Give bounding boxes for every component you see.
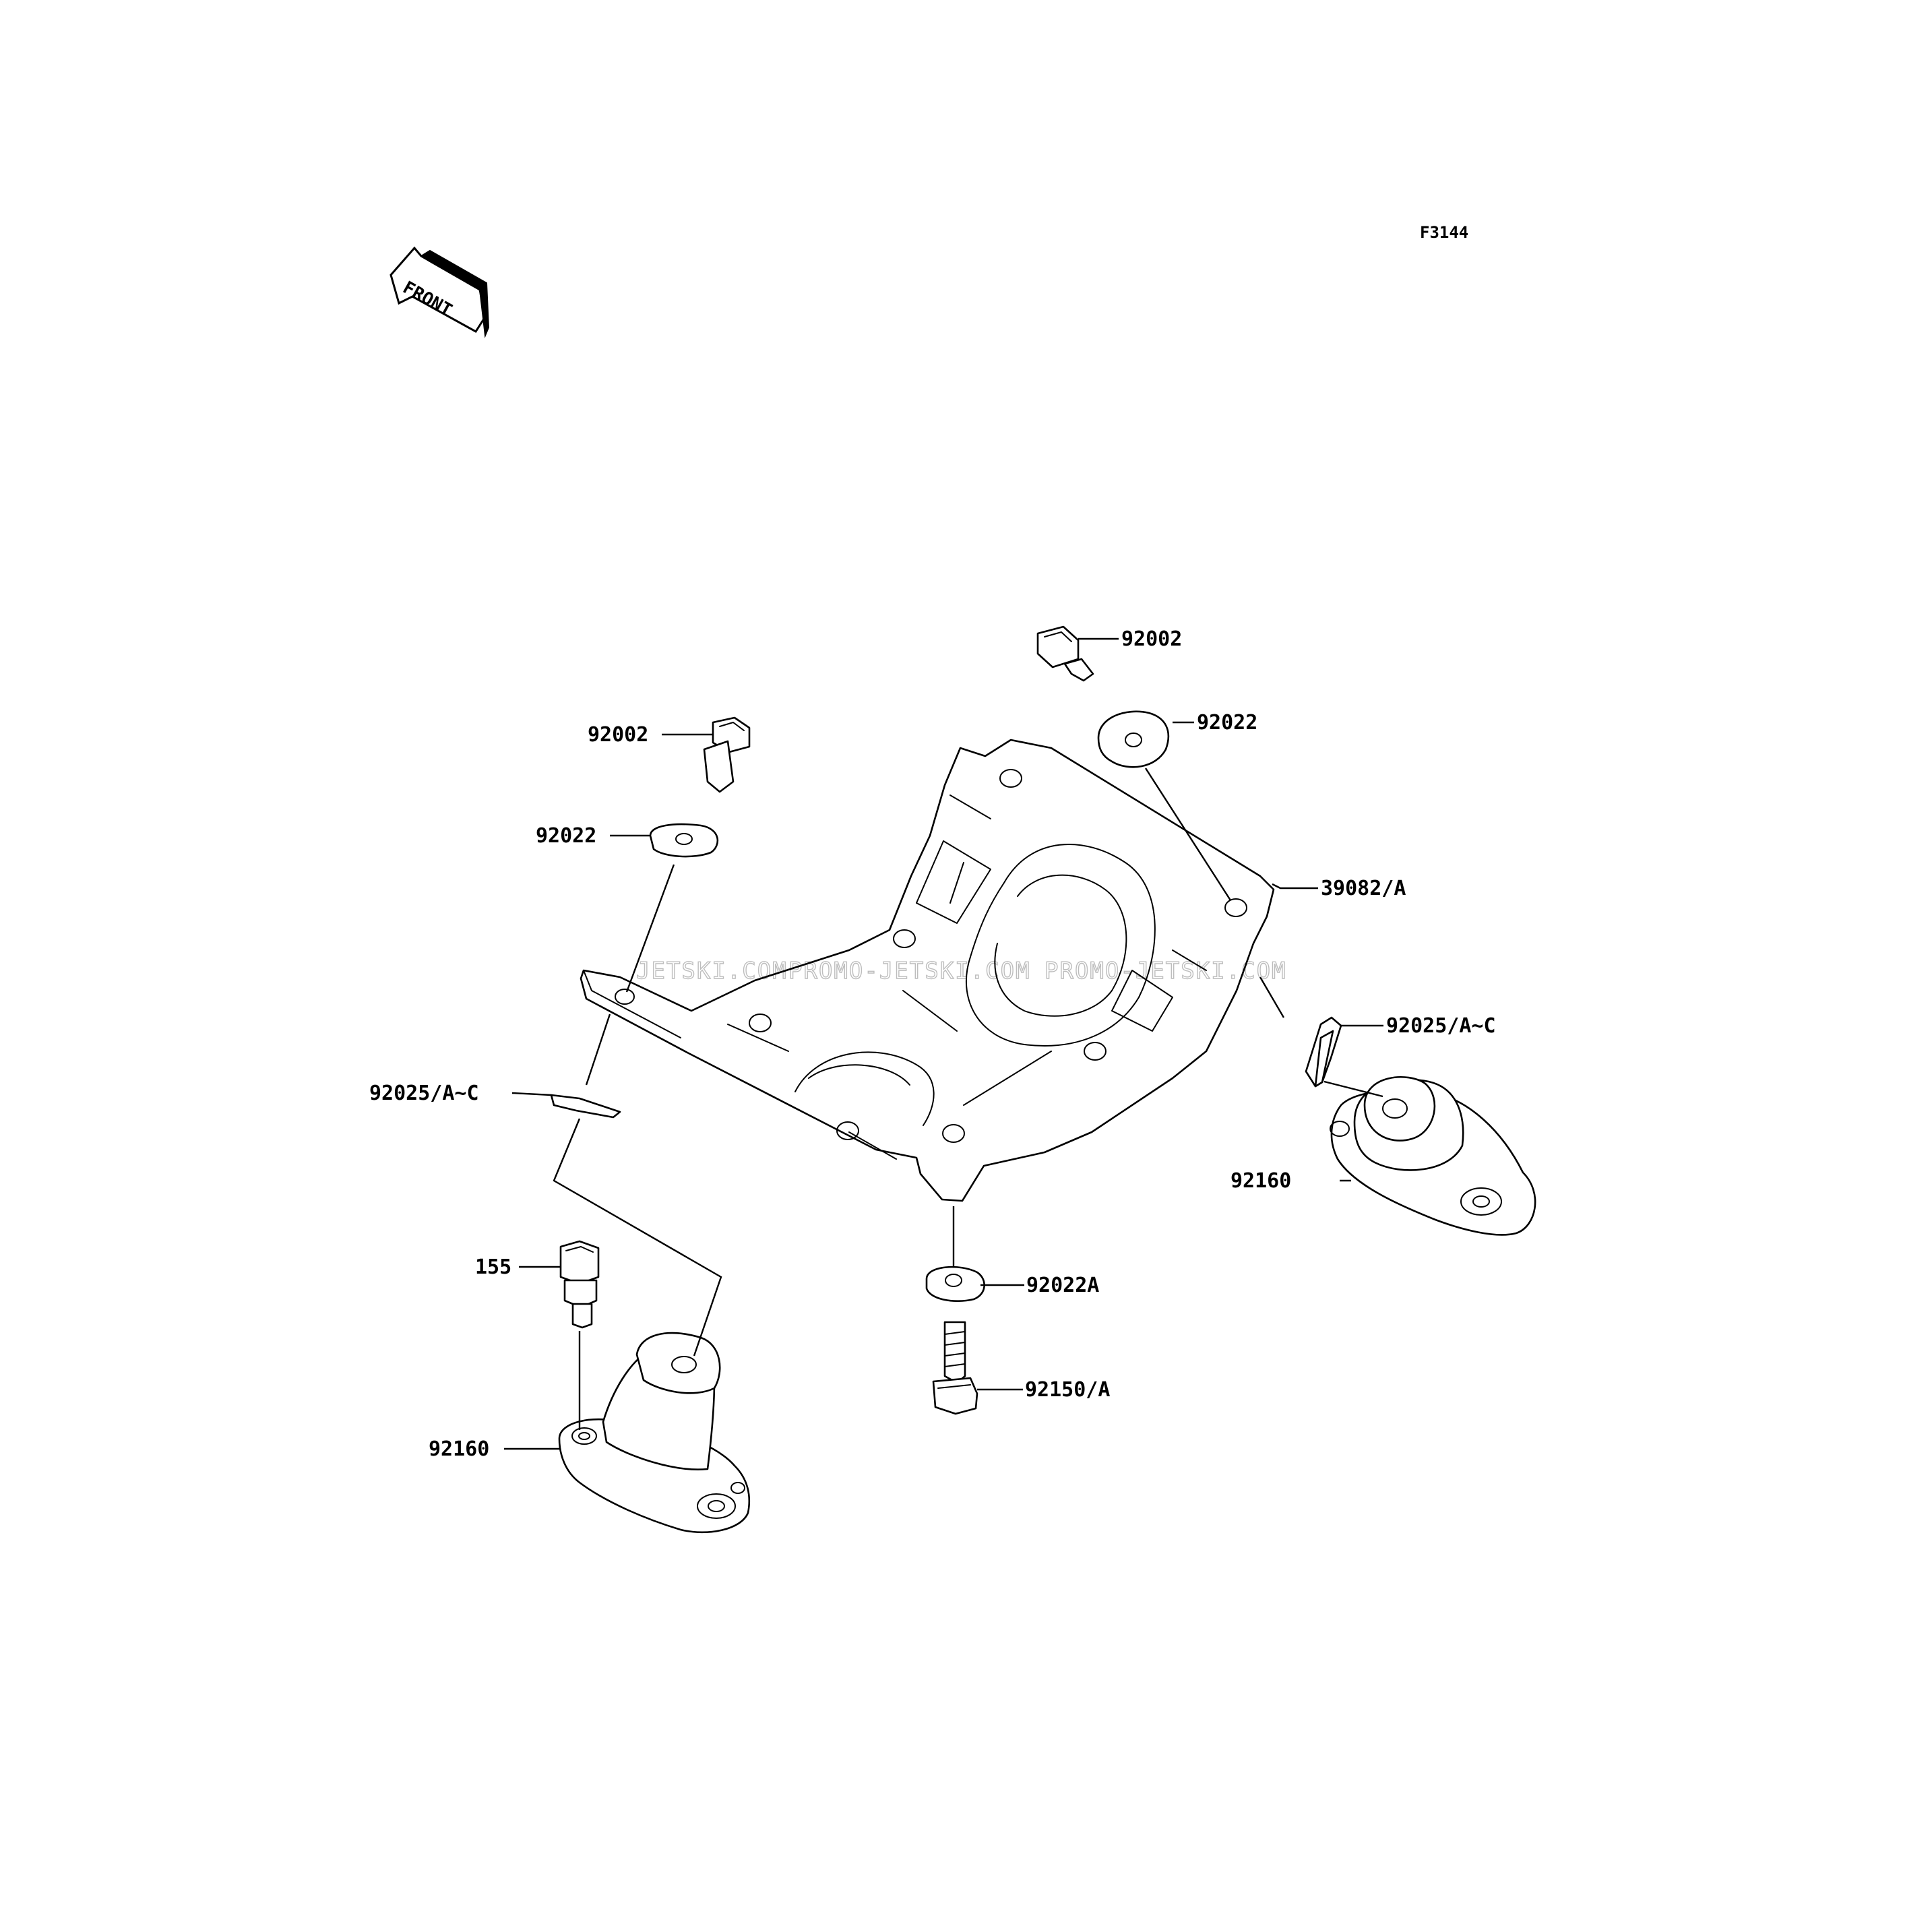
- svg-text:JETSKI.COM: JETSKI.COM: [636, 958, 788, 985]
- bolt-155: [559, 1240, 600, 1329]
- leader-lines: [504, 637, 1383, 1450]
- mount-left: [558, 1332, 751, 1534]
- svg-text:PROMO-JETSKI.COM: PROMO-JETSKI.COM: [1045, 958, 1287, 985]
- washer-top-right: [1097, 710, 1170, 768]
- washer-left: [649, 823, 719, 858]
- label-bolt-top-right: 92002: [1121, 627, 1182, 651]
- label-washer-top-right: 92022: [1197, 711, 1257, 735]
- svg-text:PROMO-JETSKI.COM: PROMO-JETSKI.COM: [788, 958, 1031, 985]
- front-arrow-icon: FRONT: [389, 246, 490, 338]
- label-shim-right: 92025/A~C: [1386, 1014, 1496, 1038]
- washer-center: [925, 1266, 985, 1302]
- label-bed-plate: 39082/A: [1321, 877, 1406, 900]
- bolt-top-right: [1036, 625, 1094, 682]
- label-bolt-left: 92002: [588, 723, 648, 747]
- bolt-center: [932, 1321, 978, 1415]
- label-shim-left: 92025/A~C: [369, 1082, 479, 1105]
- mount-right: [1330, 1076, 1536, 1236]
- label-mount-left: 92160: [429, 1437, 489, 1461]
- figure-id: F3144: [1420, 223, 1468, 242]
- label-bolt-155: 155: [475, 1255, 511, 1279]
- bolt-left: [703, 716, 751, 793]
- bed-plate: [580, 739, 1275, 1202]
- label-mount-right: 92160: [1230, 1169, 1291, 1193]
- watermark: JETSKI.COM PROMO-JETSKI.COM PROMO-JETSKI…: [635, 957, 1287, 985]
- label-bolt-center: 92150/A: [1025, 1378, 1110, 1402]
- shim-right: [1305, 1016, 1342, 1088]
- label-washer-center: 92022A: [1026, 1274, 1099, 1297]
- shim-left: [550, 1094, 621, 1119]
- label-washer-left: 92022: [536, 824, 596, 848]
